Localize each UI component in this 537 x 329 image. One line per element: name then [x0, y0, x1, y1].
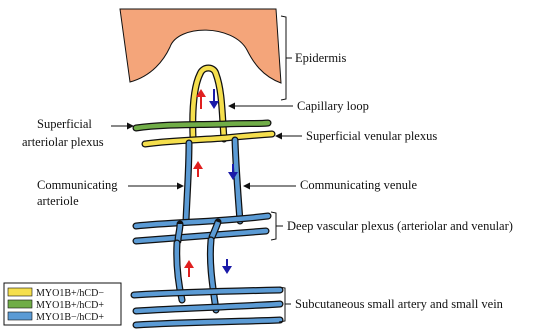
communicating-vessels: [186, 140, 240, 221]
deep-vascular-plexus-vessels: [136, 216, 268, 241]
legend: MYO1B+/hCD− MYO1B+/hCD+ MYO1B−/hCD+: [4, 283, 121, 325]
legend-label-yellow: MYO1B+/hCD−: [36, 288, 104, 299]
flow-up-arrow-communicating: [193, 161, 203, 177]
flow-up-arrow-lower: [184, 260, 194, 277]
label-deep-plexus: Deep vascular plexus (arteriolar and ven…: [287, 219, 513, 233]
label-epidermis: Epidermis: [295, 51, 347, 65]
legend-swatch-yellow: [8, 288, 32, 296]
label-superficial-venular: Superficial venular plexus: [306, 129, 437, 143]
label-superficial-arteriolar-line2: arteriolar plexus: [22, 135, 104, 149]
flow-down-arrow-lower: [222, 259, 232, 274]
legend-swatch-blue: [8, 312, 32, 320]
label-subcutaneous: Subcutaneous small artery and small vein: [295, 297, 504, 311]
label-communicating-arteriole-line2: arteriole: [37, 194, 79, 208]
subcutaneous-vessels: [134, 290, 280, 325]
label-communicating-arteriole-line1: Communicating: [37, 178, 118, 192]
deep-plexus-bracket: [271, 212, 276, 240]
legend-swatch-green: [8, 300, 32, 308]
lower-connecting-vessels: [177, 240, 216, 310]
legend-label-blue: MYO1B−/hCD+: [36, 312, 104, 323]
epidermis-bracket: [281, 16, 286, 100]
label-capillary-loop: Capillary loop: [297, 99, 369, 113]
label-superficial-arteriolar-line1: Superficial: [37, 117, 92, 131]
legend-label-green: MYO1B+/hCD+: [36, 300, 104, 311]
label-communicating-venule: Communicating venule: [300, 178, 417, 192]
